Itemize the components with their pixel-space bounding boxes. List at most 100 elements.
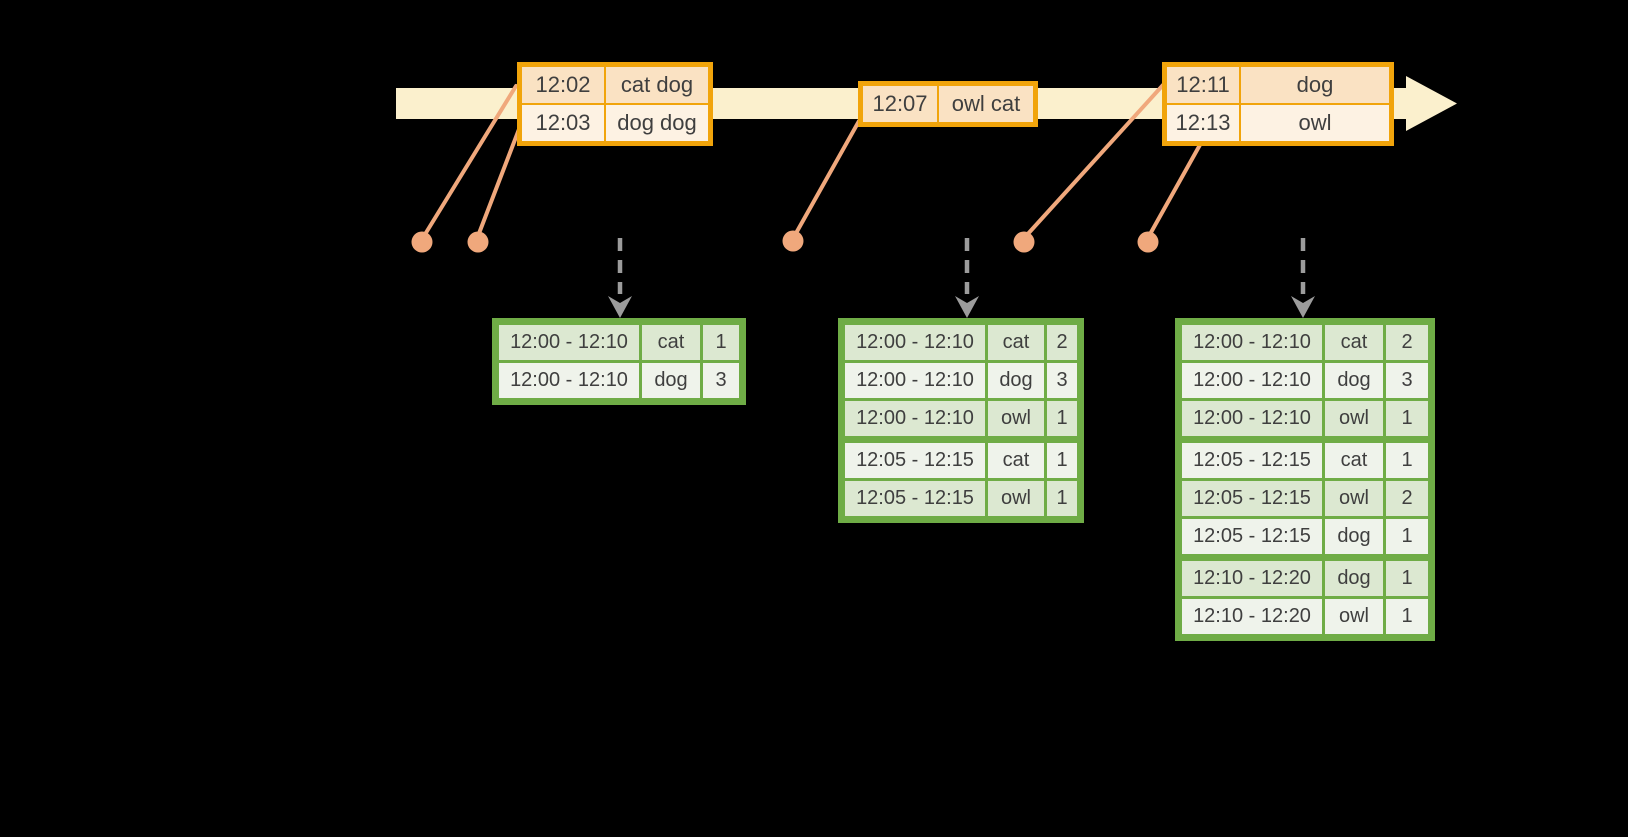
table-cell: 12:05 - 12:15 bbox=[1182, 481, 1322, 516]
event-dot bbox=[1137, 231, 1159, 253]
table-cell: owl bbox=[1325, 599, 1383, 634]
table-cell: cat bbox=[1325, 439, 1383, 478]
table-cell: 1 bbox=[1386, 599, 1428, 634]
connector-line bbox=[793, 119, 861, 237]
table-cell: owl bbox=[988, 481, 1044, 516]
table-cell: 1 bbox=[1047, 401, 1077, 436]
table-cell: 1 bbox=[1386, 557, 1428, 596]
table-cell: dog bbox=[1325, 363, 1383, 398]
trigger-arrowhead-icon bbox=[608, 296, 632, 318]
table-cell: dog bbox=[1325, 519, 1383, 554]
table-cell: 12:10 - 12:20 bbox=[1182, 557, 1322, 596]
table-cell: 1 bbox=[1047, 439, 1077, 478]
table-cell: 12:11 bbox=[1167, 67, 1239, 103]
timeline-arrowhead-icon bbox=[1406, 76, 1457, 131]
table-cell: 12:00 - 12:10 bbox=[1182, 401, 1322, 436]
table-cell: 12:10 - 12:20 bbox=[1182, 599, 1322, 634]
table-cell: 12:07 bbox=[863, 86, 937, 122]
table-cell: 12:00 - 12:10 bbox=[845, 401, 985, 436]
table-cell: owl bbox=[988, 401, 1044, 436]
table-cell: dog dog bbox=[606, 105, 708, 141]
table-cell: cat bbox=[988, 325, 1044, 360]
table-cell: 12:05 - 12:15 bbox=[845, 439, 985, 478]
table-cell: 12:03 bbox=[522, 105, 604, 141]
connector-line bbox=[1147, 141, 1203, 238]
table-cell: 3 bbox=[1386, 363, 1428, 398]
table-cell: 12:00 - 12:10 bbox=[1182, 325, 1322, 360]
table-cell: cat bbox=[642, 325, 700, 360]
table-cell: 1 bbox=[1386, 519, 1428, 554]
table-cell: 1 bbox=[1047, 481, 1077, 516]
table-cell: 12:00 - 12:10 bbox=[499, 363, 639, 398]
table-cell: 3 bbox=[1047, 363, 1077, 398]
table-cell: 2 bbox=[1386, 325, 1428, 360]
table-cell: dog bbox=[1241, 67, 1389, 103]
table-cell: cat bbox=[988, 439, 1044, 478]
connector-line bbox=[422, 84, 518, 238]
trigger-arrowhead-icon bbox=[1291, 296, 1315, 318]
table-cell: 12:05 - 12:15 bbox=[1182, 519, 1322, 554]
table-cell: 2 bbox=[1047, 325, 1077, 360]
table-cell: 12:00 - 12:10 bbox=[499, 325, 639, 360]
event-dot bbox=[411, 231, 433, 253]
table-cell: cat dog bbox=[606, 67, 708, 103]
trigger-arrowhead-icon bbox=[955, 296, 979, 318]
table-cell: 12:05 - 12:15 bbox=[845, 481, 985, 516]
table-cell: dog bbox=[1325, 557, 1383, 596]
table-cell: 1 bbox=[1386, 401, 1428, 436]
table-cell: 12:05 - 12:15 bbox=[1182, 439, 1322, 478]
table-cell: 12:02 bbox=[522, 67, 604, 103]
table-cell: owl cat bbox=[939, 86, 1033, 122]
table-cell: owl bbox=[1325, 401, 1383, 436]
table-cell: owl bbox=[1325, 481, 1383, 516]
event-dot bbox=[782, 230, 804, 252]
event-dot bbox=[467, 231, 489, 253]
connector-line bbox=[1024, 83, 1165, 238]
table-cell: cat bbox=[1325, 325, 1383, 360]
table-cell: 12:00 - 12:10 bbox=[845, 325, 985, 360]
table-cell: 12:00 - 12:10 bbox=[845, 363, 985, 398]
table-cell: 2 bbox=[1386, 481, 1428, 516]
table-cell: 1 bbox=[1386, 439, 1428, 478]
table-cell: dog bbox=[988, 363, 1044, 398]
connector-line bbox=[476, 122, 523, 238]
table-cell: owl bbox=[1241, 105, 1389, 141]
table-cell: 1 bbox=[703, 325, 739, 360]
table-cell: 12:00 - 12:10 bbox=[1182, 363, 1322, 398]
table-cell: 12:13 bbox=[1167, 105, 1239, 141]
table-cell: 3 bbox=[703, 363, 739, 398]
table-cell: dog bbox=[642, 363, 700, 398]
